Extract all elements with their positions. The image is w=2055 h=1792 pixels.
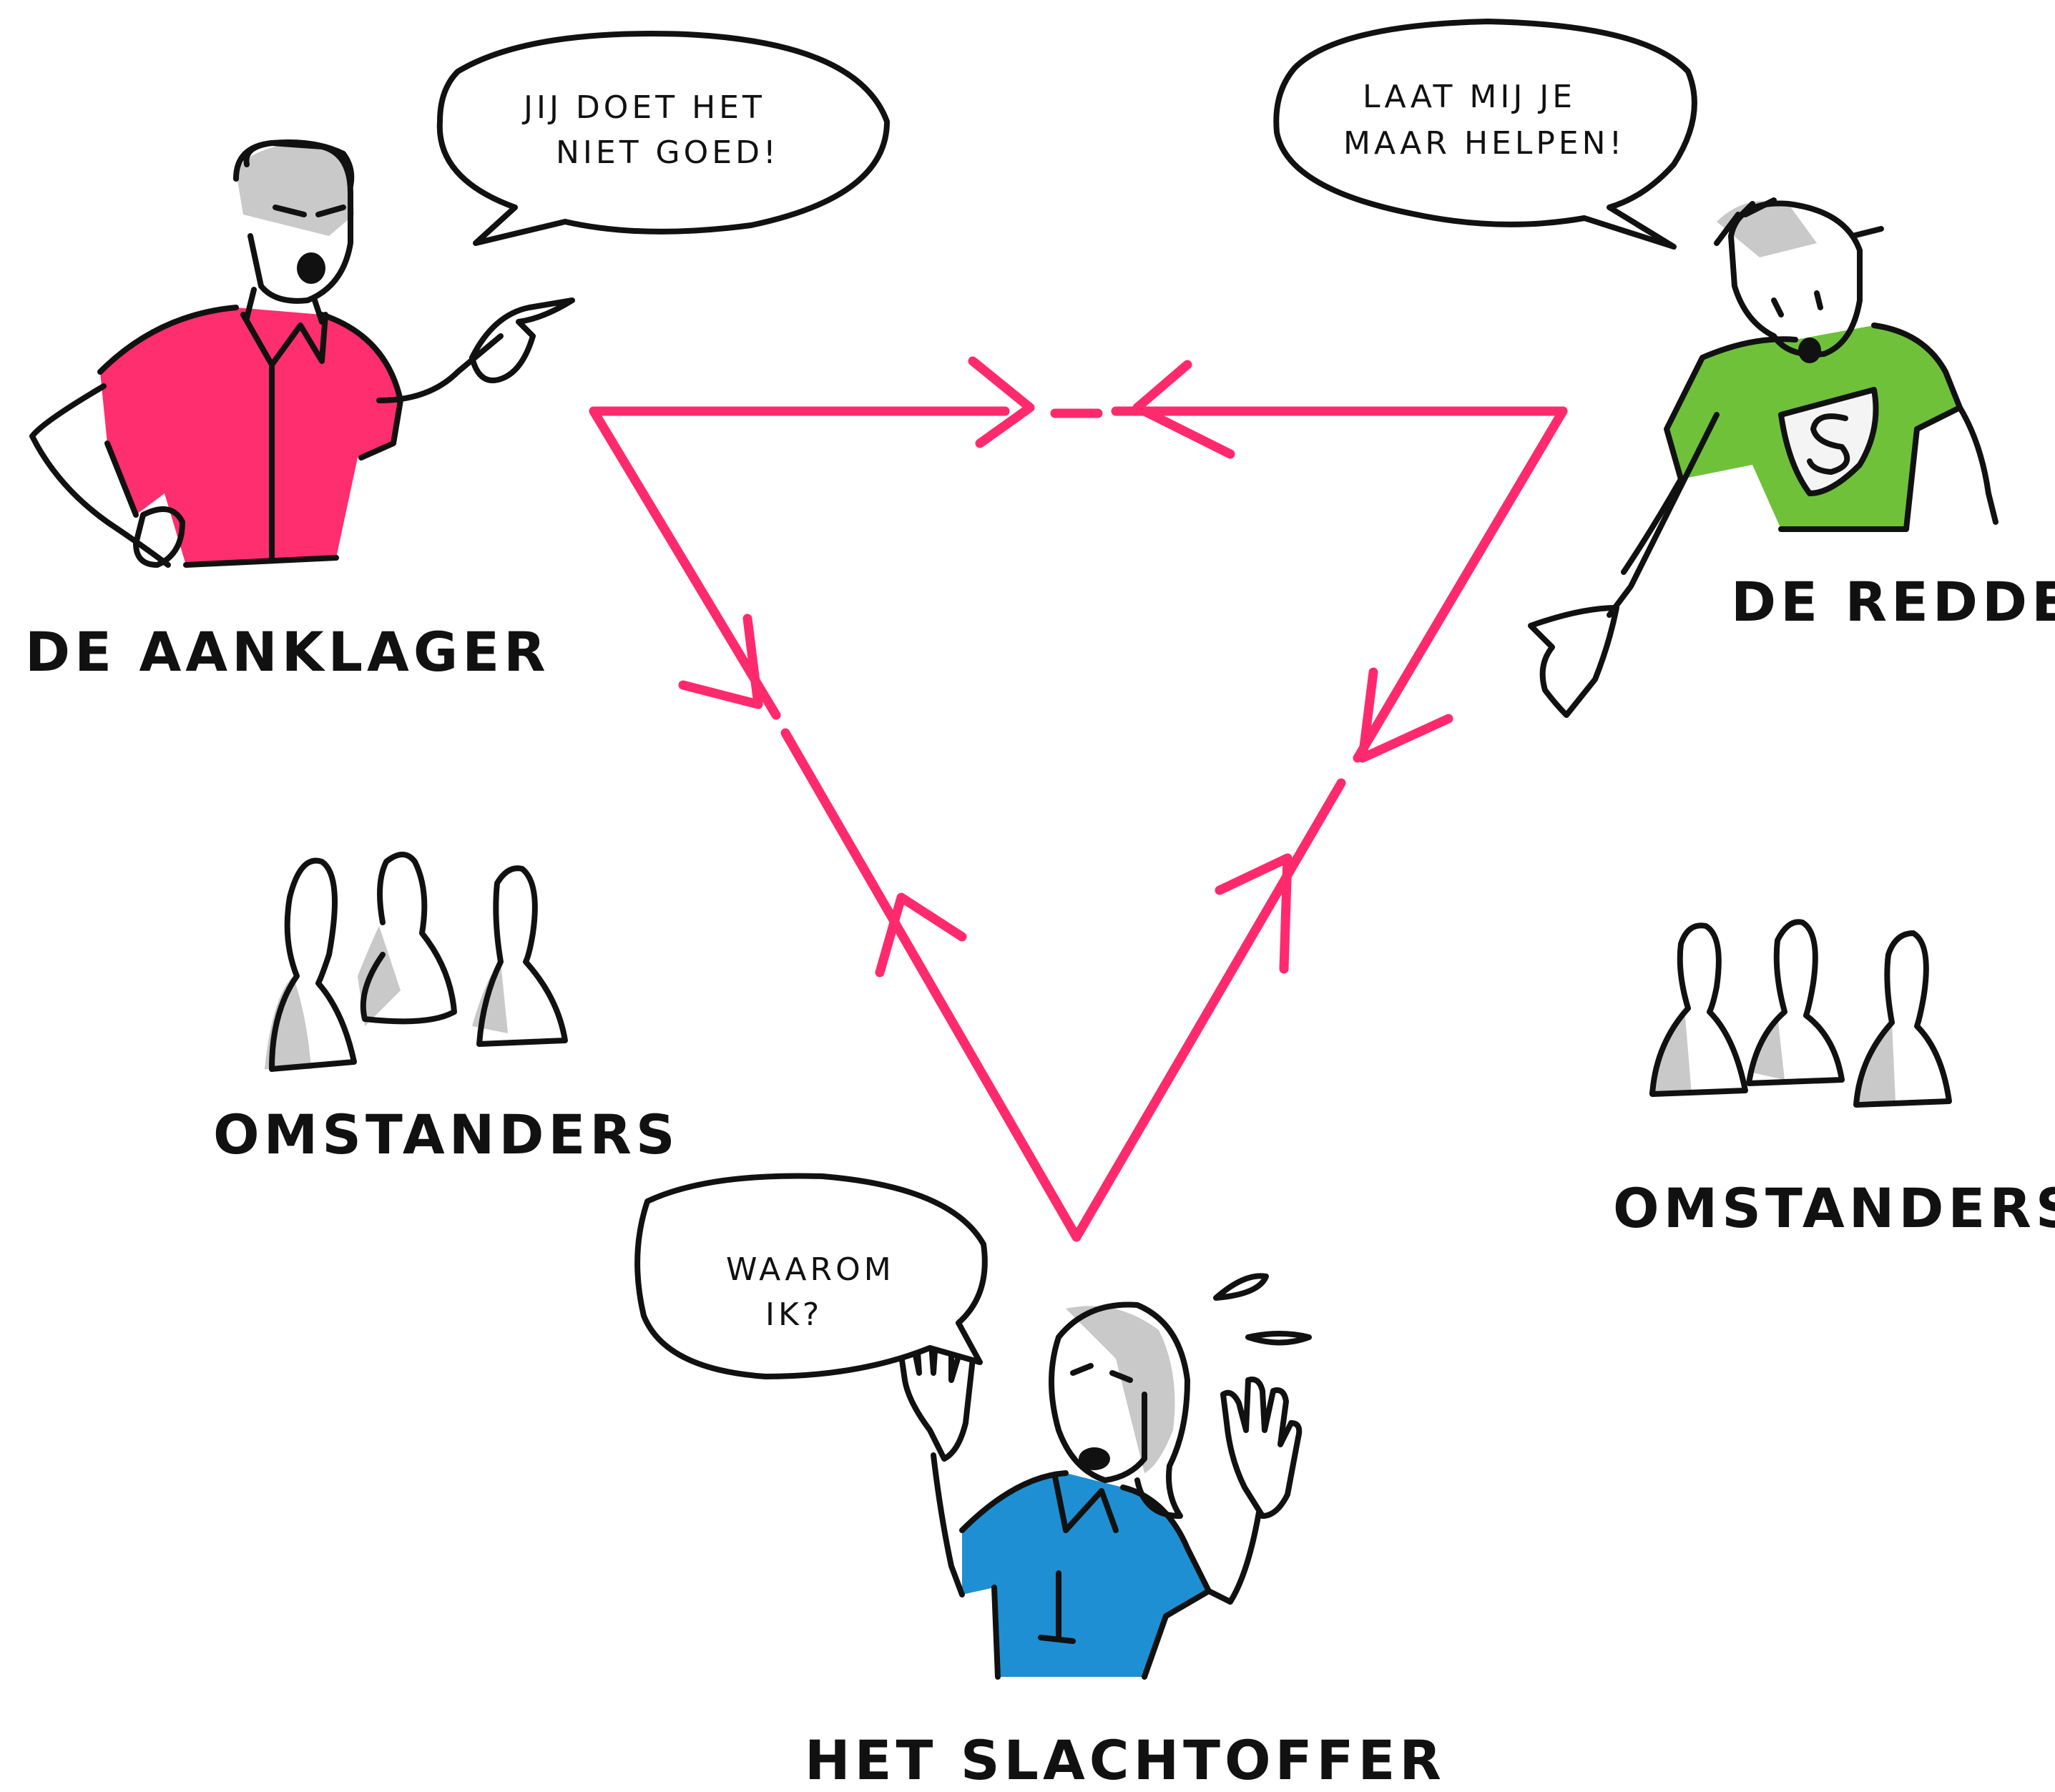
aanklager-figure: DE AANKLAGER JIJ DOET HET NIET GOED! xyxy=(25,31,890,684)
superhero-s-letter xyxy=(1807,413,1850,475)
bystanders-right-label: OMSTANDERS xyxy=(1613,1176,2055,1240)
arrowhead-left-upper xyxy=(678,614,763,709)
triangle-edge-right-lower xyxy=(1071,778,1346,1242)
bystander-person xyxy=(360,852,457,1025)
aanklager-collar xyxy=(240,312,328,368)
redder-speech-line-1: LAAT MIJ JE xyxy=(1363,79,1576,115)
bystander-shadow xyxy=(1856,1023,1895,1101)
speech-bubble-outline xyxy=(634,1173,988,1379)
arrowhead-right-lower xyxy=(1215,853,1293,974)
aanklager-mouth xyxy=(297,252,325,284)
aanklager-hair xyxy=(233,139,355,189)
bystander-shadow xyxy=(1752,1015,1785,1080)
slachtoffer-label: HET SLACHTOFFER xyxy=(805,1728,1446,1792)
slachtoffer-speech-line-2: IK? xyxy=(765,1296,823,1333)
triangle-edge-right-upper xyxy=(1353,406,1568,763)
speech-bubble-outline xyxy=(1273,19,1697,250)
redder-right-arm xyxy=(1957,405,1998,525)
speech-bubble-outline xyxy=(436,31,890,246)
bystander-person xyxy=(1649,922,1748,1097)
aanklager-shirt-outline xyxy=(97,305,403,568)
aanklager-speech-line-2: NIET GOED! xyxy=(556,134,780,171)
bystander-shadow xyxy=(1649,1008,1692,1094)
slachtoffer-left-arm xyxy=(931,1452,965,1597)
slachtoffer-face xyxy=(1049,1334,1147,1483)
slachtoffer-figure: HET SLACHTOFFER WAAROM IK? xyxy=(634,1173,1446,1792)
redder-hand xyxy=(1528,605,1619,718)
aanklager-speech-line-1: JIJ DOET HET xyxy=(521,89,765,126)
aanklager-arm xyxy=(376,333,504,403)
bystanders-right: OMSTANDERS xyxy=(1613,919,2055,1240)
pointing-man-icon xyxy=(29,139,575,568)
redder-head xyxy=(1728,200,1863,358)
triangle-edge-left-lower xyxy=(780,728,1082,1242)
arrowhead-top-left xyxy=(1132,360,1235,459)
arrowhead-left-lower xyxy=(875,892,967,978)
slachtoffer-mouth xyxy=(1079,1447,1110,1470)
redder-arm-2 xyxy=(1621,476,1684,575)
aanklager-hand xyxy=(469,297,575,383)
slachtoffer-hair xyxy=(1056,1301,1190,1519)
aanklager-fist xyxy=(133,506,185,568)
redder-figure: DE REDDER LAAT MIJ JE MAAR HELPEN! xyxy=(1273,19,2055,718)
redder-speech-line-2: MAAR HELPEN! xyxy=(1343,125,1625,162)
sweat-drop-icon xyxy=(1213,1273,1269,1301)
slachtoffer-right-hand xyxy=(1220,1377,1303,1519)
superhero-man-icon xyxy=(1528,197,1998,718)
bystander-group-icon xyxy=(265,852,568,1072)
bystander-person xyxy=(1853,930,1952,1108)
redder-mouth xyxy=(1798,338,1821,363)
arrowhead-top-right xyxy=(968,356,1035,448)
aanklager-label: DE AANKLAGER xyxy=(25,620,550,684)
slachtoffer-placket xyxy=(1038,1570,1076,1644)
slachtoffer-right-arm xyxy=(1206,1510,1262,1605)
redder-eyes xyxy=(1771,290,1823,317)
bystander-shadow xyxy=(358,926,401,1026)
bystander-shadow xyxy=(265,976,311,1069)
aanklager-neck xyxy=(244,287,325,325)
aanklager-shirt xyxy=(100,307,401,565)
bystanders-left: OMSTANDERS xyxy=(213,852,680,1166)
bystander-group-icon xyxy=(1649,919,1952,1108)
bystanders-left-label: OMSTANDERS xyxy=(213,1103,680,1166)
triangle-edge-left-upper xyxy=(589,406,781,720)
redder-hair xyxy=(1714,197,1884,246)
sweat-drop-icon xyxy=(1245,1331,1312,1346)
slachtoffer-eyebrows xyxy=(1070,1363,1133,1383)
slachtoffer-speech-line-1: WAAROM xyxy=(726,1251,895,1288)
drama-triangle xyxy=(589,356,1568,1242)
bystander-person xyxy=(269,857,357,1072)
redder-label: DE REDDER xyxy=(1731,570,2055,634)
aanklager-eyebrows xyxy=(273,205,346,217)
slachtoffer-speech-bubble: WAAROM IK? xyxy=(634,1173,988,1379)
aanklager-speech-bubble: JIJ DOET HET NIET GOED! xyxy=(436,31,890,246)
bystander-person xyxy=(476,865,568,1047)
bystander-person xyxy=(1746,919,1845,1086)
redder-speech-bubble: LAAT MIJ JE MAAR HELPEN! xyxy=(1273,19,1697,250)
slachtoffer-shirt xyxy=(962,1473,1209,1677)
slachtoffer-hair-shadow xyxy=(1066,1306,1175,1473)
distressed-woman-icon xyxy=(895,1273,1312,1680)
arrowhead-right-upper xyxy=(1358,667,1453,763)
redder-arm xyxy=(1607,412,1720,618)
slachtoffer-collar xyxy=(1052,1474,1119,1533)
